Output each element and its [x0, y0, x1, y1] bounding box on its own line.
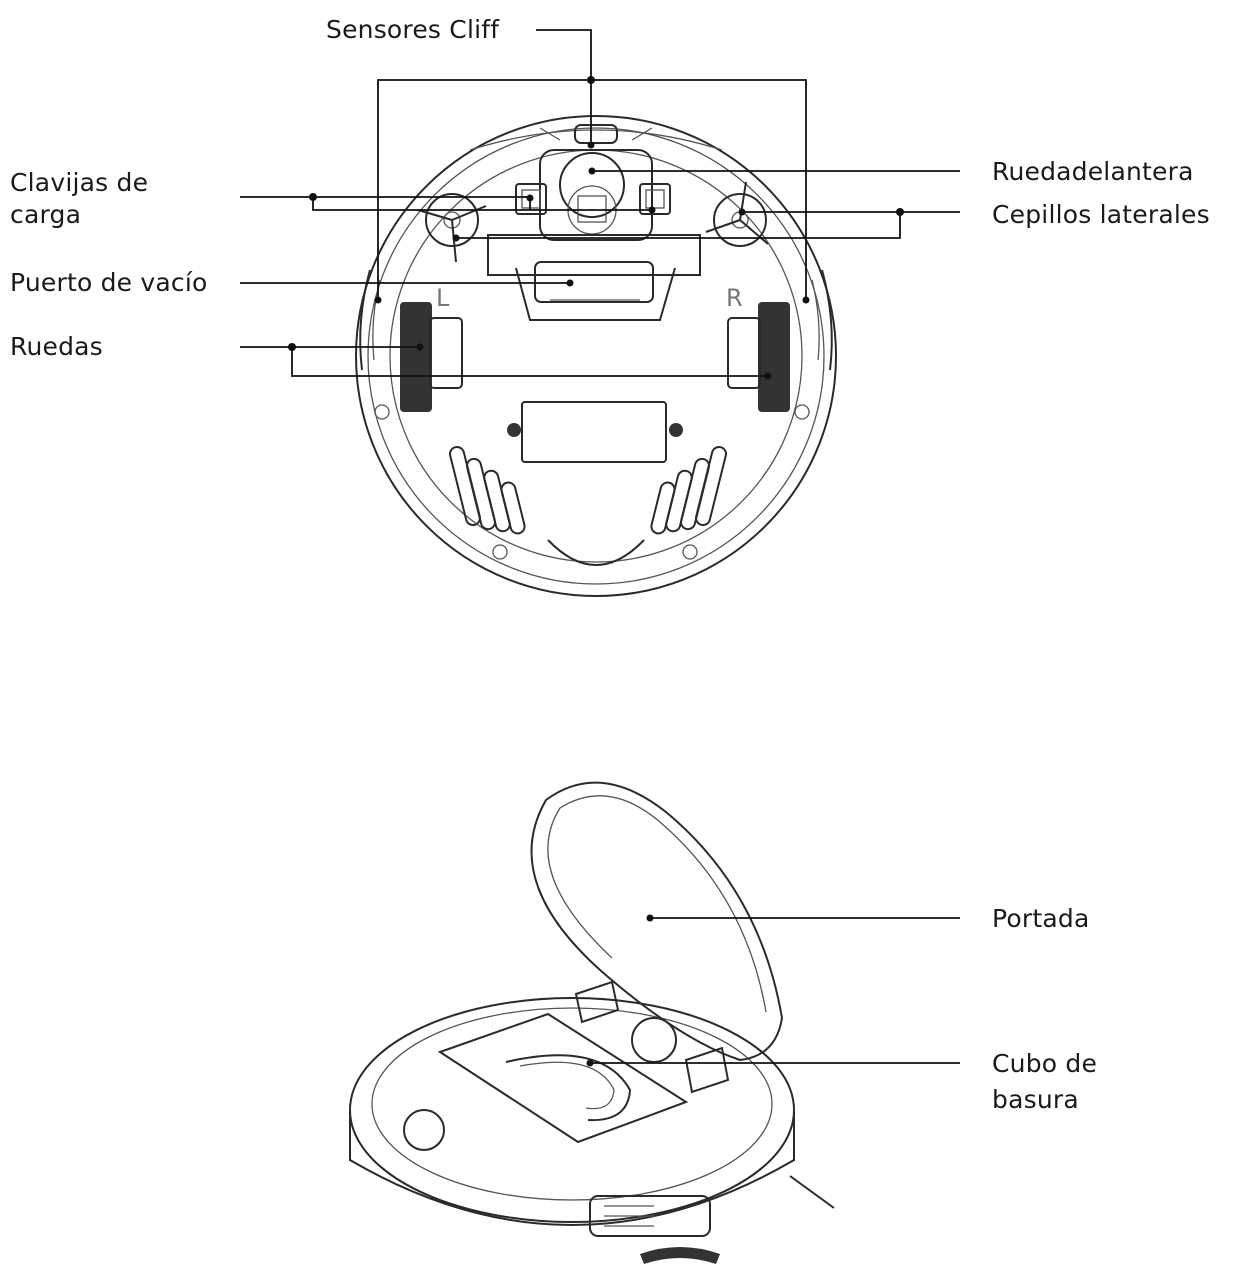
label-charging-pins-line2: carga — [10, 200, 82, 229]
label-cliff-sensors: Sensores Cliff — [326, 15, 500, 44]
label-wheels: Ruedas — [10, 332, 103, 361]
label-dustbin-line1: Cubo de — [992, 1049, 1098, 1078]
label-dustbin-line2: basura — [992, 1085, 1079, 1114]
robot-perspective-view — [349, 781, 835, 1264]
label-vacuum-port: Puerto de vacío — [10, 268, 208, 297]
label-cover: Portada — [992, 904, 1090, 933]
left-marker: L — [436, 284, 450, 312]
leader-lines-bottom — [586, 914, 960, 1067]
label-side-brushes: Cepillos laterales — [992, 200, 1210, 229]
label-front-wheel: Ruedadelantera — [992, 157, 1194, 186]
right-marker: R — [726, 284, 743, 312]
label-charging-pins-line1: Clavijas de — [10, 168, 149, 197]
leader-lines-top — [240, 29, 960, 380]
robot-bottom-view — [355, 115, 837, 597]
